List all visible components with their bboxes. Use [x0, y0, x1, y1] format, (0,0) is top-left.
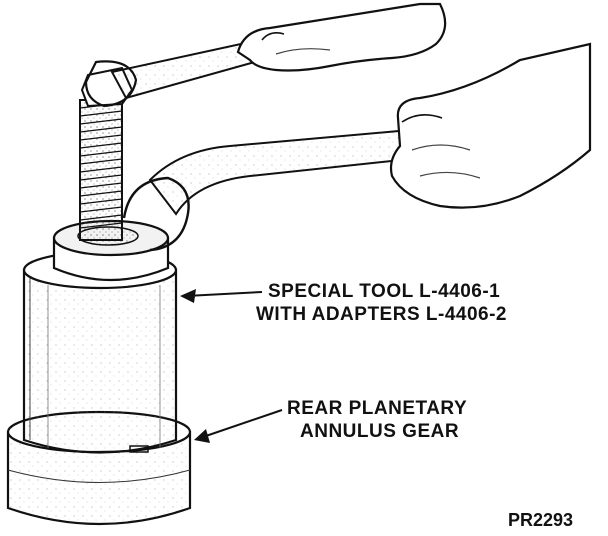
- callout-annulus-gear-line1: REAR PLANETARY: [287, 398, 468, 419]
- leader-special-tool: [180, 289, 263, 303]
- lower-wrench: [122, 128, 422, 252]
- callout-special-tool-line2: WITH ADAPTERS L-4406-2: [256, 304, 507, 325]
- callout-annulus-gear-line2: ANNULUS GEAR: [300, 421, 460, 442]
- lower-hand: [389, 42, 592, 209]
- upper-hand: [236, 2, 447, 72]
- special-tool-cylinder: [22, 250, 178, 454]
- callout-special-tool-line1: SPECIAL TOOL L-4406-1: [268, 281, 501, 302]
- figure-code: PR2293: [508, 510, 574, 530]
- leader-annulus-gear: [194, 409, 283, 443]
